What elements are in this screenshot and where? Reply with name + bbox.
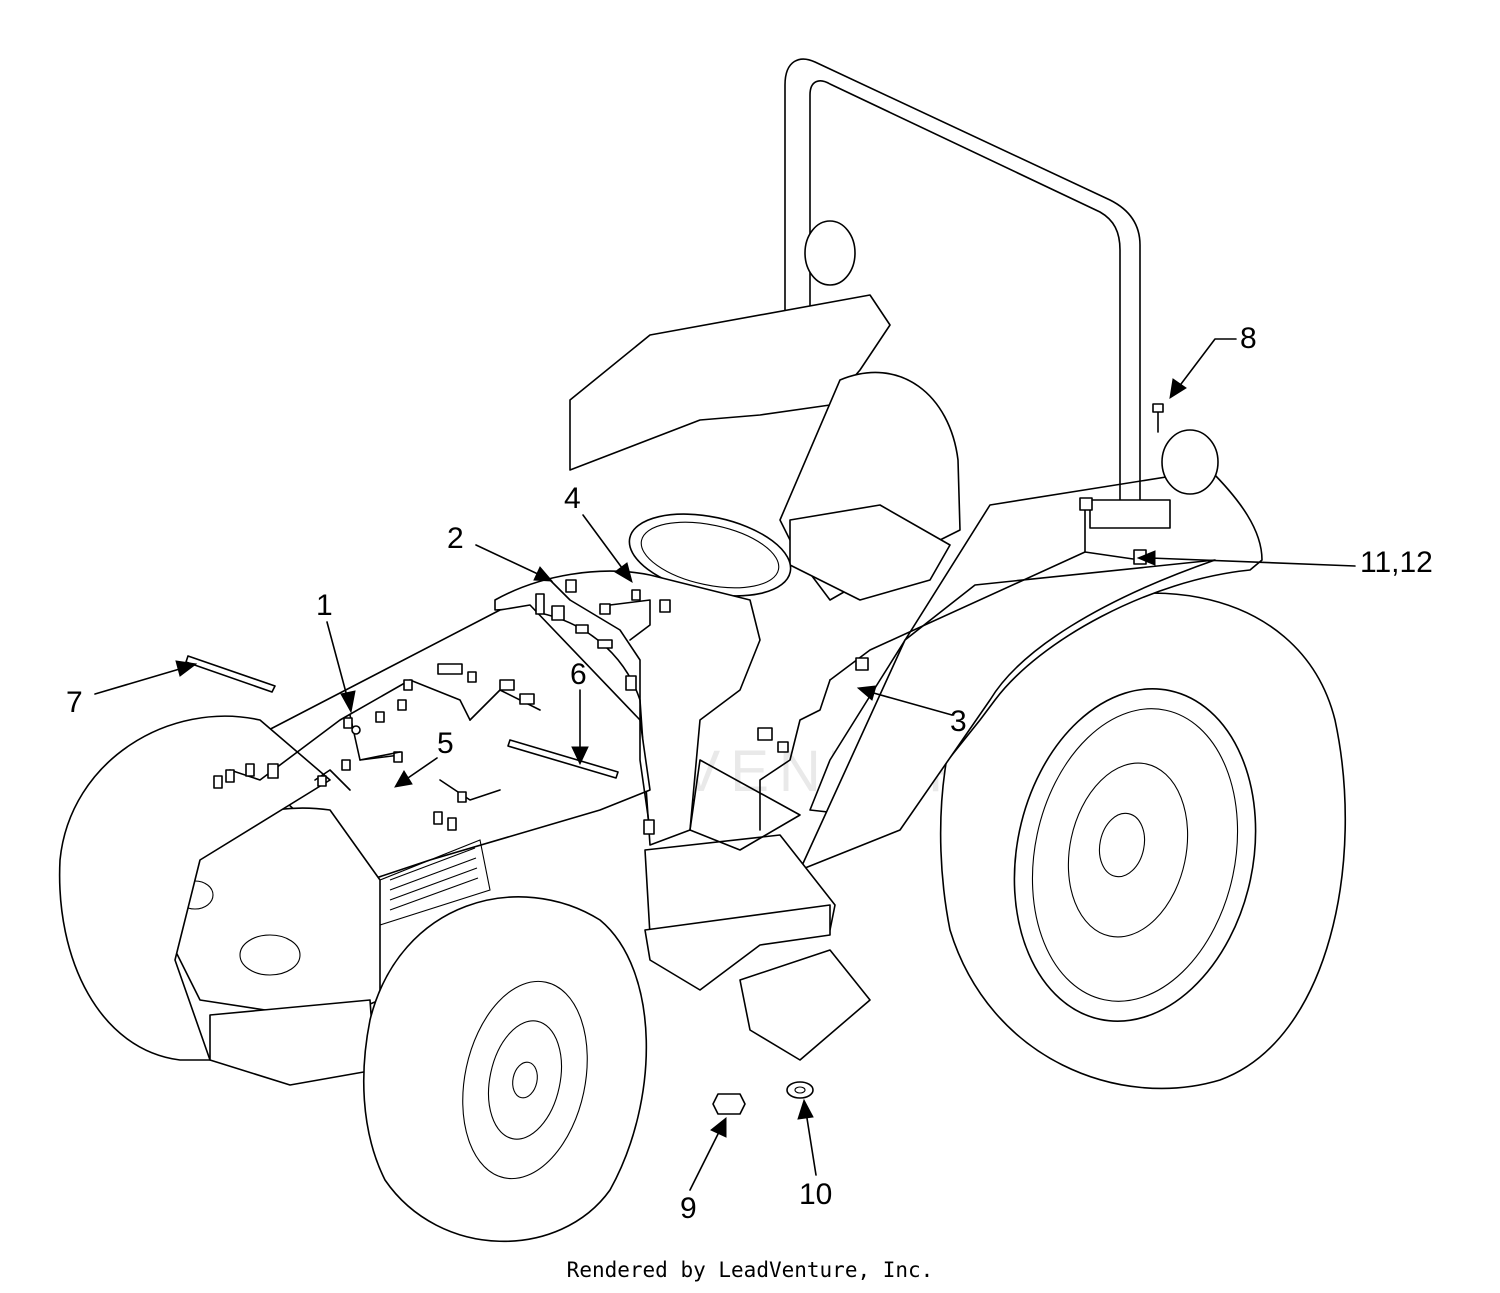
callout-4: 4 <box>564 482 581 515</box>
seat <box>569 294 961 601</box>
callout-11-12: 11,12 <box>1360 546 1433 579</box>
footer-credit: Rendered by LeadVenture, Inc. <box>566 1258 934 1282</box>
callout-6: 6 <box>570 658 587 691</box>
hood <box>174 604 651 1086</box>
callout-8: 8 <box>1240 322 1257 355</box>
front-left-tire <box>58 715 331 1061</box>
callout-10: 10 <box>799 1178 833 1211</box>
steering-and-dash <box>494 513 792 846</box>
callout-2: 2 <box>447 522 464 555</box>
leader-arrows <box>94 338 1356 1191</box>
callout-1: 1 <box>316 589 333 622</box>
rear-right-tire <box>939 592 1347 1090</box>
callout-7: 7 <box>66 686 83 719</box>
parts <box>185 403 1164 1115</box>
front-right-tire <box>362 896 648 1243</box>
callout-3: 3 <box>950 705 967 738</box>
callout-9: 9 <box>680 1192 697 1225</box>
callout-5: 5 <box>437 727 454 760</box>
operator-platform <box>644 759 871 1061</box>
